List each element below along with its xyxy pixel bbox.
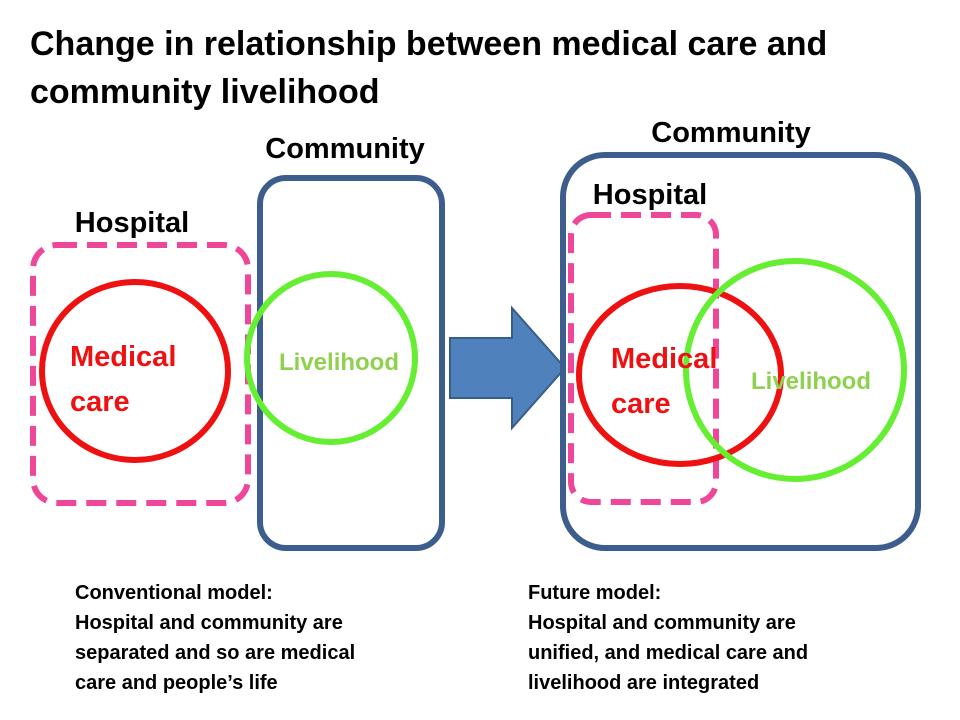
slide-title: Change in relationship between medical c… [30, 25, 828, 111]
future-caption-line: Future model: [528, 582, 662, 604]
right-arrow-icon [449, 305, 567, 431]
conventional-caption-line: separated and so are medical [75, 642, 356, 664]
conventional-community-box [257, 175, 445, 551]
conventional-caption: Conventional model: Hospital and communi… [75, 578, 355, 698]
future-caption-line: livelihood are integrated [528, 672, 760, 694]
conventional-medical-label-line1: Medical [70, 341, 176, 373]
future-hospital-label: Hospital [593, 179, 707, 211]
future-community-label: Community [651, 117, 811, 149]
future-caption-line: Hospital and community are [528, 612, 796, 634]
conventional-community-label: Community [265, 133, 425, 165]
future-caption: Future model: Hospital and community are… [528, 578, 808, 698]
future-caption-line: unified, and medical care and [528, 642, 809, 664]
future-livelihood-label: Livelihood [751, 368, 871, 395]
future-medical-label-line2: care [611, 388, 671, 420]
future-medical-care-circle [576, 283, 784, 467]
conventional-medical-label-line2: care [70, 386, 130, 418]
future-medical-label-line1: Medical [611, 343, 717, 375]
conventional-livelihood-label: Livelihood [279, 349, 399, 376]
future-livelihood-circle [683, 258, 907, 482]
conventional-hospital-label: Hospital [75, 207, 189, 239]
conventional-medical-care-circle [39, 279, 231, 463]
conventional-caption-line: care and people’s life [75, 672, 278, 694]
conventional-caption-line: Conventional model: [75, 582, 273, 604]
conventional-caption-line: Hospital and community are [75, 612, 343, 634]
future-community-box [560, 152, 921, 551]
conventional-livelihood-circle [244, 271, 418, 445]
future-hospital-box [568, 212, 719, 505]
